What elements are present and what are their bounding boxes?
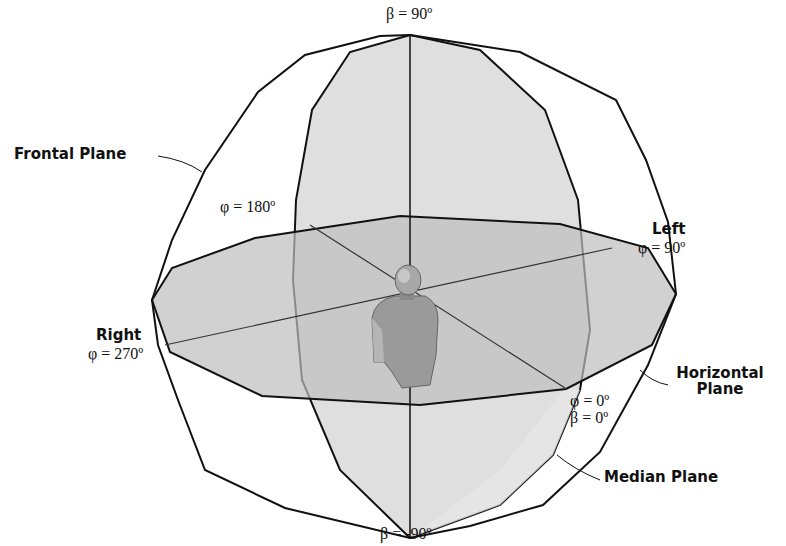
- angle-label: φ = 90º: [638, 240, 685, 257]
- plane-name: Horizontal Plane: [672, 366, 768, 398]
- person-figure: [372, 265, 438, 388]
- direction-label: Left: [652, 222, 685, 238]
- frontal-plane-outline: [152, 35, 676, 538]
- leader-line: [640, 370, 668, 385]
- plane-name: Median Plane: [604, 470, 718, 486]
- angle-label: φ = 0º: [570, 393, 609, 410]
- angle-label: β = -90º: [380, 526, 431, 543]
- angle-label: β = 90º: [386, 6, 432, 23]
- angle-label: φ = 270º: [88, 346, 143, 363]
- plane-name: Frontal Plane: [14, 147, 126, 163]
- median-plane-front: [410, 388, 580, 538]
- leader-line: [557, 455, 600, 480]
- front-back-axis: [310, 225, 565, 388]
- horizontal-plane: [152, 216, 676, 405]
- angle-label: β = 0º: [570, 410, 608, 427]
- angle-label: φ = 180º: [220, 199, 275, 216]
- leader-line: [158, 156, 202, 172]
- direction-label: Right: [96, 328, 141, 344]
